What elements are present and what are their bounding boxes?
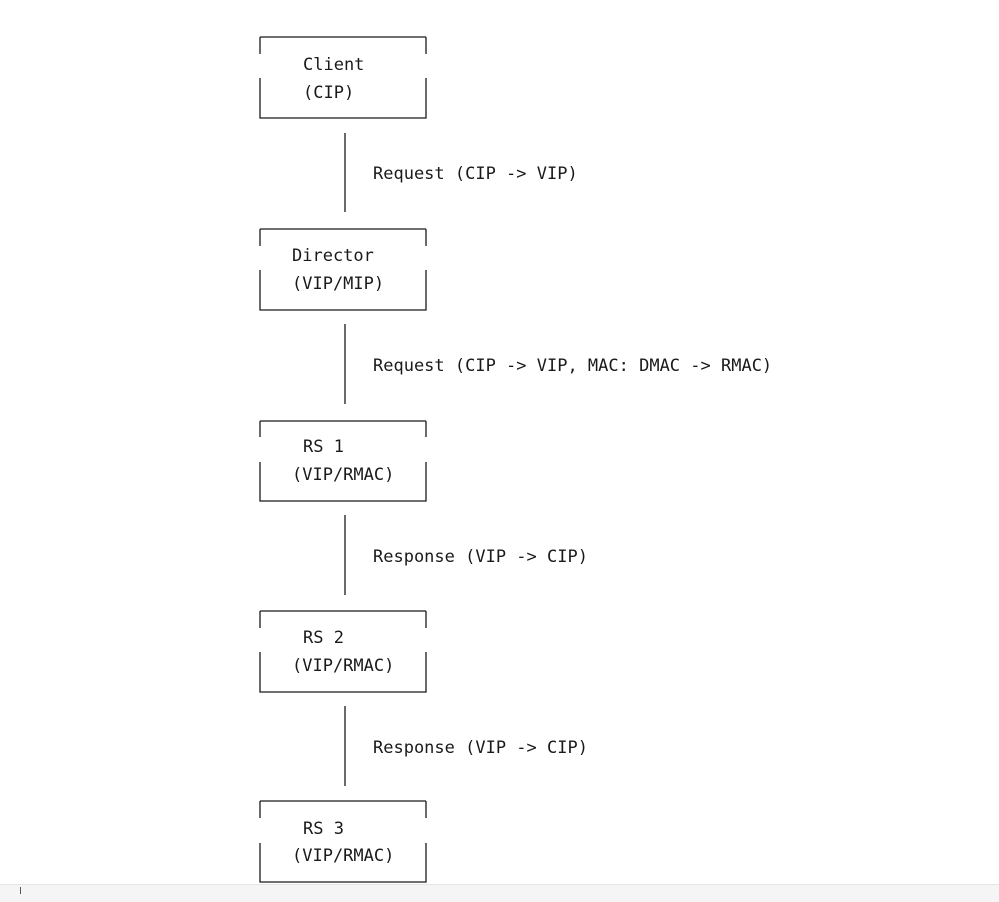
node-director-name: Director xyxy=(292,246,374,266)
node-rs1-name: RS 1 xyxy=(303,437,344,457)
node-rs1: RS 1 (VIP/RMAC) xyxy=(259,420,427,502)
edge-rs1-rs2: Response (VIP -> CIP) xyxy=(344,515,588,595)
edge-label: Response (VIP -> CIP) xyxy=(373,547,588,567)
edge-label: Request (CIP -> VIP, MAC: DMAC -> RMAC) xyxy=(373,356,772,376)
node-rs2-name: RS 2 xyxy=(303,628,344,648)
node-client: Client (CIP) xyxy=(259,36,427,119)
edge-client-director: Request (CIP -> VIP) xyxy=(344,133,578,212)
node-director: Director (VIP/MIP) xyxy=(259,228,427,311)
edge-label: Response (VIP -> CIP) xyxy=(373,738,588,758)
node-rs2-frame xyxy=(259,610,427,693)
node-client-addr: (CIP) xyxy=(303,83,354,103)
node-rs3-frame xyxy=(259,800,427,883)
edge-director-rs1: Request (CIP -> VIP, MAC: DMAC -> RMAC) xyxy=(344,324,772,404)
node-client-name: Client xyxy=(303,55,364,75)
node-rs1-addr: (VIP/RMAC) xyxy=(292,465,394,485)
node-rs3: RS 3 (VIP/RMAC) xyxy=(259,800,427,883)
node-rs2-addr: (VIP/RMAC) xyxy=(292,656,394,676)
node-director-addr: (VIP/MIP) xyxy=(292,274,384,294)
node-rs3-addr: (VIP/RMAC) xyxy=(292,846,394,866)
node-director-frame xyxy=(259,228,427,311)
scroll-marker xyxy=(20,887,21,894)
node-rs1-frame xyxy=(259,420,427,502)
edge-label: Request (CIP -> VIP) xyxy=(373,164,578,184)
bottom-scroll-strip xyxy=(0,884,999,902)
node-client-frame xyxy=(259,36,427,119)
edge-rs2-rs3: Response (VIP -> CIP) xyxy=(344,706,588,786)
node-rs3-name: RS 3 xyxy=(303,819,344,839)
node-rs2: RS 2 (VIP/RMAC) xyxy=(259,610,427,693)
